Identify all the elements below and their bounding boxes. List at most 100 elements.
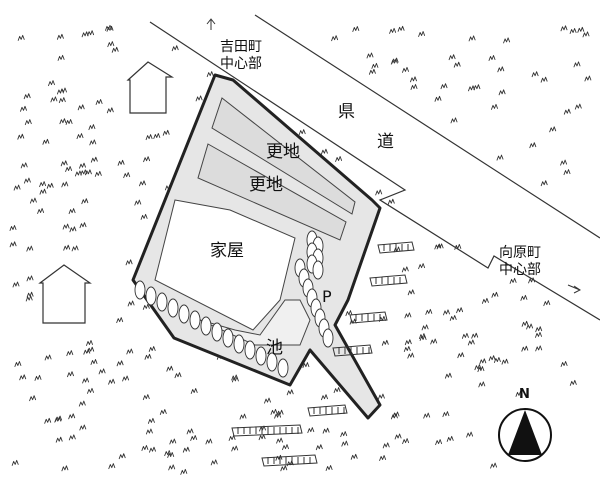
grass-tuft-icon: [404, 312, 412, 319]
grass-tuft-icon: [206, 71, 214, 78]
grass-tuft-icon: [473, 84, 481, 91]
grass-tuft-icon: [90, 156, 98, 163]
grass-tuft-icon: [94, 170, 102, 177]
grass-tuft-icon: [371, 62, 379, 69]
grass-tuft-icon: [125, 259, 133, 266]
grass-tuft-icon: [320, 148, 328, 155]
grass-tuft-icon: [90, 359, 98, 365]
grass-tuft-icon: [79, 424, 87, 431]
grass-tuft-icon: [67, 371, 74, 378]
grass-tuft-icon: [37, 208, 45, 214]
grass-tuft-icon: [375, 189, 383, 196]
grass-tuft-icon: [126, 348, 134, 355]
grass-tuft-icon: [11, 459, 19, 466]
grass-tuft-icon: [387, 198, 395, 205]
grass-tuft-icon: [549, 126, 557, 133]
grass-tuft-icon: [560, 159, 568, 166]
grass-tuft-icon: [381, 339, 389, 346]
grass-tuft-icon: [450, 117, 458, 124]
grass-tuft-icon: [521, 320, 529, 327]
grass-tuft-icon: [563, 108, 571, 115]
grass-tuft-icon: [275, 454, 283, 461]
grass-tuft-icon: [61, 465, 69, 472]
tree-icon: [312, 260, 324, 280]
grass-tuft-icon: [379, 455, 387, 461]
grass-tuft-icon: [195, 95, 203, 102]
grass-tuft-icon: [368, 68, 376, 75]
grass-tuft-icon: [71, 245, 79, 252]
vacant-lot-lower: [197, 143, 347, 241]
grass-tuft-icon: [106, 107, 114, 114]
grass-tuft-icon: [23, 177, 31, 184]
grass-tuft-icon: [574, 103, 582, 110]
grass-tuft-icon: [140, 213, 148, 220]
grass-tuft-icon: [390, 413, 398, 420]
grass-tuft-icon: [190, 435, 198, 441]
grass-tuft-icon: [401, 266, 409, 273]
grass-tuft-icon: [276, 409, 284, 416]
grass-tuft-icon: [315, 444, 323, 451]
grass-tuft-icon: [270, 408, 278, 415]
grass-tuft-icon: [116, 360, 124, 367]
tree-icon: [255, 346, 267, 366]
grass-tuft-icon: [17, 34, 25, 41]
grass-tuft-icon: [490, 462, 498, 469]
grass-tuft-icon: [147, 417, 155, 424]
grass-tuft-icon: [340, 431, 348, 438]
mukaihara-direction-label: 向原町 中心部: [499, 245, 541, 278]
grass-tuft-icon: [501, 358, 509, 365]
grass-tuft-icon: [86, 340, 93, 346]
grass-tuft-icon: [78, 400, 86, 407]
grass-tuft-icon: [461, 332, 469, 339]
grass-tuft-icon: [145, 428, 153, 435]
grass-tuft-icon: [468, 35, 476, 42]
grass-tuft-icon: [169, 438, 177, 445]
grass-tuft-icon: [89, 139, 97, 146]
grass-tuft-icon: [65, 166, 73, 172]
tree-icon: [167, 298, 179, 318]
grass-tuft-icon: [540, 76, 548, 83]
vacant-lot-upper-label: 更地: [266, 142, 300, 162]
tree-icon: [322, 328, 334, 348]
grass-tuft-icon: [108, 463, 116, 470]
grass-tuft-icon: [12, 281, 20, 288]
grass-tuft-icon: [44, 354, 52, 361]
grass-tuft-icon: [144, 353, 152, 360]
parking-label: P: [322, 287, 332, 306]
grass-tuft-icon: [535, 326, 543, 333]
tree-icon: [178, 304, 190, 324]
grass-tuft-icon: [57, 54, 65, 61]
grass-tuft-icon: [68, 208, 76, 215]
tree-icon: [233, 334, 245, 354]
grass-tuft-icon: [68, 413, 76, 420]
grass-tuft-icon: [168, 464, 176, 471]
grass-tuft-icon: [403, 346, 411, 352]
house-icon: [38, 264, 92, 324]
grass-tuft-icon: [61, 181, 69, 188]
tree-icon: [145, 286, 157, 306]
grass-tuft-icon: [448, 54, 456, 61]
grass-tuft-icon: [63, 244, 71, 251]
grass-tuft-icon: [497, 66, 505, 73]
grass-tuft-icon: [111, 46, 119, 53]
grass-tuft-icon: [352, 26, 360, 32]
grass-tuft-icon: [258, 434, 266, 441]
grass-tuft-icon: [108, 378, 116, 385]
grass-tuft-icon: [418, 263, 426, 270]
tree-icon: [222, 328, 234, 348]
grass-tuft-icon: [79, 222, 87, 229]
tree-icon: [277, 358, 289, 378]
grass-tuft-icon: [479, 358, 487, 365]
grass-tuft-icon: [98, 368, 106, 375]
grass-tuft-icon: [282, 444, 289, 451]
grass-tuft-icon: [423, 412, 431, 419]
grass-tuft-icon: [410, 84, 418, 90]
field-row-icon: [261, 454, 318, 467]
grass-tuft-icon: [366, 52, 374, 59]
grass-tuft-icon: [434, 95, 442, 102]
grass-tuft-icon: [333, 387, 341, 394]
field-rows: [231, 241, 415, 467]
grass-tuft-icon: [42, 138, 50, 145]
road-label-2: 道: [377, 132, 394, 152]
field-row-icon: [369, 274, 408, 287]
